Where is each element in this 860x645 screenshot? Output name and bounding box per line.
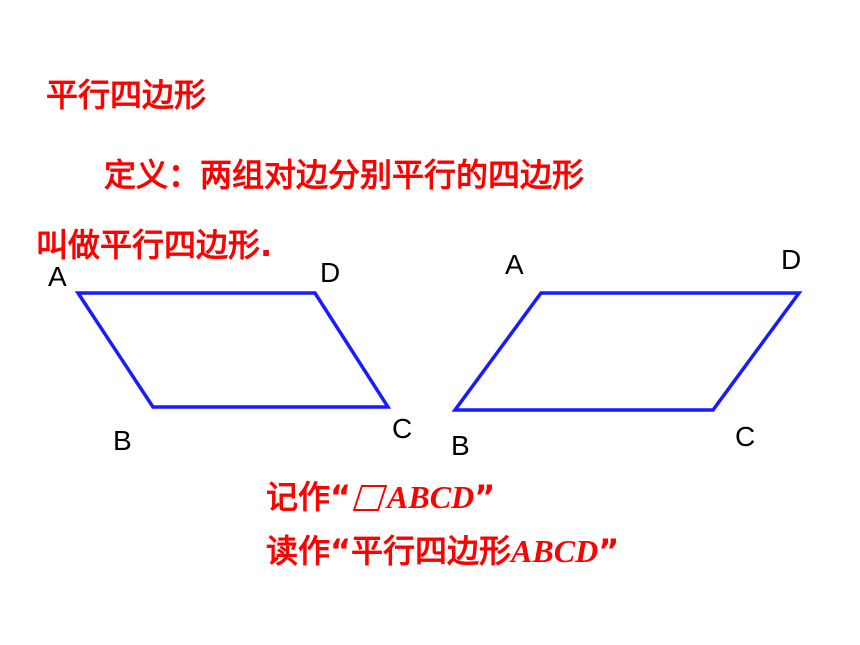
notation-written-name: ABCD <box>387 479 475 515</box>
fig2-vertex-a-label: A <box>505 249 524 280</box>
notation-written-prefix: 记作“ <box>266 478 352 516</box>
parallelogram-1 <box>74 291 392 409</box>
fig2-vertex-c-label: C <box>735 421 755 452</box>
definition-line-2: 叫做平行四边形. <box>36 226 273 264</box>
fig1-vertex-b-label: B <box>113 425 132 456</box>
fig1-vertex-a-label: A <box>48 261 67 292</box>
slide-title: 平行四边形 <box>46 76 207 114</box>
fig1-vertex-d-label: D <box>320 257 340 288</box>
notation-read-prefix: 读作“平行四边形 <box>266 532 512 570</box>
parallelogram-2 <box>451 291 803 412</box>
parallelogram-symbol-icon <box>352 485 388 511</box>
notation-written: 记作“ ABCD” <box>266 472 495 518</box>
notation-read-suffix: ” <box>598 532 620 570</box>
notation-read-name: ABCD <box>511 533 599 569</box>
notation-read: 读作“平行四边形ABCD” <box>266 526 619 572</box>
notation-written-suffix: ” <box>474 478 496 516</box>
fig1-vertex-c-label: C <box>392 413 412 444</box>
definition-line-1: 定义：两组对边分别平行的四边形 <box>104 156 585 194</box>
fig2-vertex-b-label: B <box>451 430 470 461</box>
fig2-vertex-d-label: D <box>781 244 801 275</box>
